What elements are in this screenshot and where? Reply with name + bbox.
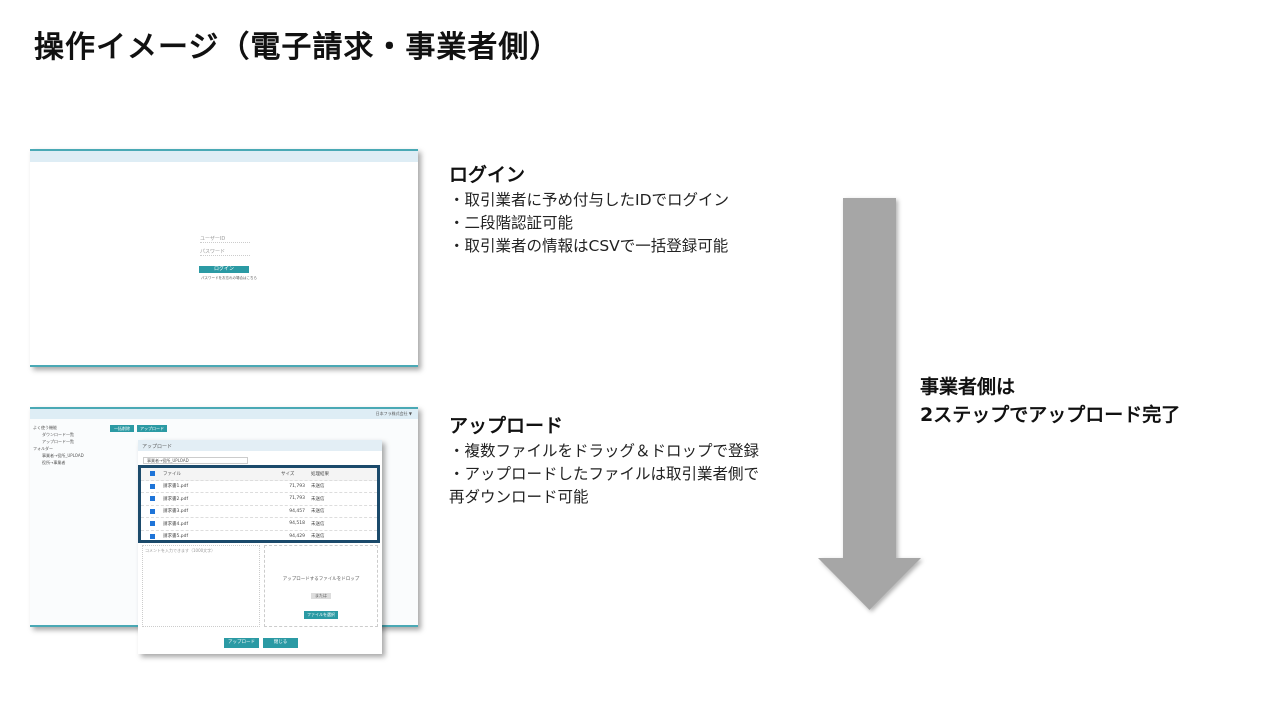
login-button[interactable]: ログイン	[199, 266, 249, 273]
file-status: 未送信	[311, 509, 325, 515]
file-name: 請求書5.pdf	[163, 534, 189, 540]
file-size: 94,457	[289, 508, 305, 514]
folder-select[interactable]: 事業者→役所_UPLOAD	[143, 457, 248, 464]
file-size: 71,793	[289, 483, 305, 489]
user-id-field[interactable]: ユーザーID	[200, 235, 250, 243]
sidebar-folders: フォルダー	[33, 446, 53, 451]
login-bullet: ・二段階認証可能	[449, 214, 574, 232]
file-size: 71,793	[289, 496, 305, 502]
file-size: 94,429	[289, 533, 305, 539]
dialog-title: アップロード	[138, 440, 382, 451]
company-menu[interactable]: 日本フラ株式会社 ▼	[375, 411, 412, 416]
login-section: ログイン ・取引業者に予め付与したIDでログイン ・二段階認証可能 ・取引業者の…	[449, 160, 729, 258]
col-file: ファイル	[163, 471, 181, 477]
file-row: 請求書5.pdf 94,429 未送信	[141, 531, 377, 541]
close-button[interactable]: 閉じる	[263, 638, 298, 648]
upload-button[interactable]: アップロード	[224, 638, 259, 648]
col-status: 処理結果	[311, 471, 329, 477]
file-status: 未送信	[311, 484, 325, 490]
drop-zone[interactable]: アップロードするファイルをドロップ または ファイルを選択	[264, 545, 378, 627]
upload-section: アップロード ・複数ファイルをドラッグ＆ドロップで登録 ・アップロードしたファイ…	[449, 411, 759, 509]
upload-bullet: 再ダウンロード可能	[449, 488, 589, 506]
file-status: 未送信	[311, 534, 325, 540]
upload-toolbar-button[interactable]: アップロード	[137, 425, 167, 432]
row-checkbox[interactable]	[150, 508, 155, 514]
file-row: 請求書4.pdf 94,518 未送信	[141, 518, 377, 531]
select-all-checkbox[interactable]	[150, 471, 155, 477]
file-status: 未送信	[311, 521, 325, 527]
row-checkbox[interactable]	[150, 521, 155, 527]
file-row: 請求書3.pdf 94,457 未送信	[141, 506, 377, 518]
or-text: または	[311, 593, 331, 599]
file-name: 請求書3.pdf	[163, 509, 189, 515]
sidebar-folder-download[interactable]: 役所→事業者	[42, 460, 66, 465]
login-screenshot: ユーザーID パスワード ログイン パスワードをお忘れの場合はこちら	[30, 149, 418, 367]
drop-text: アップロードするファイルをドロップ	[282, 577, 360, 582]
sidebar-item-downloads[interactable]: ダウンロード一覧	[42, 432, 74, 437]
file-name: 請求書1.pdf	[163, 484, 189, 490]
file-row: 請求書1.pdf 71,793 未送信	[141, 481, 377, 493]
row-checkbox[interactable]	[150, 483, 155, 489]
login-heading: ログイン	[449, 164, 526, 186]
down-arrow-icon	[818, 198, 921, 610]
sidebar-item-uploads[interactable]: アップロード一覧	[42, 439, 74, 444]
login-bullet: ・取引業者の情報はCSVで一括登録可能	[449, 237, 729, 255]
summary: 事業者側は 2ステップでアップロード完了	[920, 373, 1180, 429]
bulk-delete-button[interactable]: 一括削除	[110, 425, 134, 432]
forgot-password-link[interactable]: パスワードをお忘れの場合はこちら	[201, 276, 257, 280]
summary-line: 2ステップでアップロード完了	[920, 404, 1181, 426]
password-field[interactable]: パスワード	[200, 248, 250, 256]
choose-file-button[interactable]: ファイルを選択	[304, 611, 338, 619]
summary-line: 事業者側は	[920, 376, 1016, 398]
sidebar-favorites: よく使う機能	[33, 425, 57, 430]
file-name: 請求書2.pdf	[163, 496, 189, 502]
upload-heading: アップロード	[449, 415, 564, 437]
upload-bullet: ・アップロードしたファイルは取引業者側で	[449, 465, 760, 483]
row-checkbox[interactable]	[150, 533, 155, 539]
col-size: サイズ	[281, 471, 295, 477]
comment-textarea[interactable]: コメントを入力できます（1000文字）	[142, 545, 260, 627]
upload-dialog: アップロード 事業者→役所_UPLOAD ファイル サイズ 処理結果 請求書1.pd…	[138, 440, 382, 654]
file-size: 94,518	[289, 521, 305, 527]
sidebar-folder-upload[interactable]: 事業者→役所_UPLOAD	[42, 453, 84, 458]
app-header	[30, 151, 418, 162]
file-status: 未送信	[311, 496, 325, 502]
login-bullet: ・取引業者に予め付与したIDでログイン	[449, 191, 730, 209]
upload-bullet: ・複数ファイルをドラッグ＆ドロップで登録	[449, 442, 760, 460]
file-name: 請求書4.pdf	[163, 521, 189, 527]
row-checkbox[interactable]	[150, 496, 155, 502]
page-title: 操作イメージ（電子請求・事業者側）	[34, 30, 561, 65]
file-row: 請求書2.pdf 71,793 未送信	[141, 493, 377, 506]
